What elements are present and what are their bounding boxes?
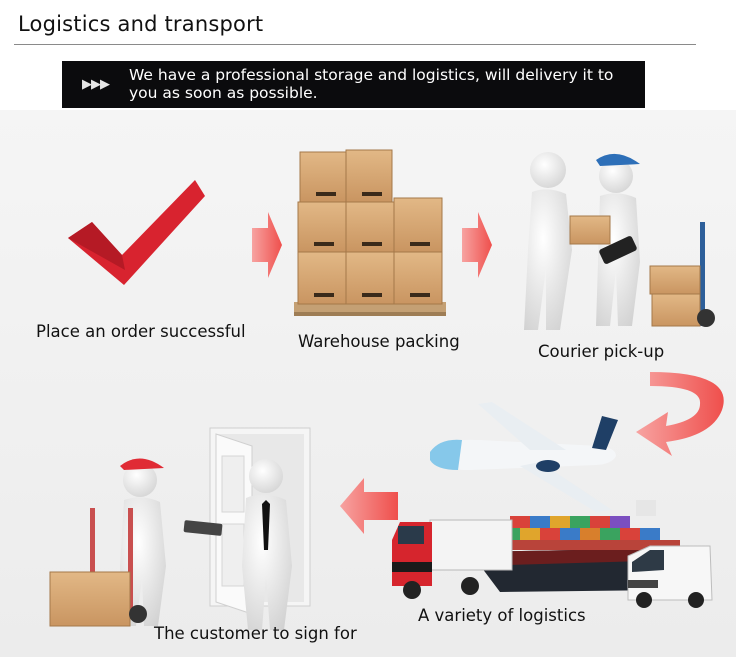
check-mark-icon <box>68 180 205 285</box>
step-label-pickup: Courier pick-up <box>538 342 665 361</box>
triple-arrow-icon: ▶▶▶ <box>82 77 110 92</box>
right-arrow-icon <box>252 212 282 278</box>
step-label-sign: The customer to sign for <box>154 624 357 643</box>
courier-figures-icon <box>524 152 715 330</box>
step-label-logistics: A variety of logistics <box>418 606 586 625</box>
header-divider <box>14 44 696 45</box>
transport-icon <box>392 402 713 608</box>
step-label-order: Place an order successful <box>36 322 246 341</box>
page-title: Logistics and transport <box>18 12 264 36</box>
truck-icon <box>392 519 513 599</box>
delivery-figures-icon <box>49 427 311 630</box>
right-arrow-icon <box>462 212 492 278</box>
step-label-packing: Warehouse packing <box>298 332 460 351</box>
info-banner: ▶▶▶ We have a professional storage and l… <box>62 61 645 108</box>
boxes-pallet-icon <box>294 149 446 316</box>
banner-text: We have a professional storage and logis… <box>129 66 614 102</box>
airplane-icon <box>430 402 618 512</box>
van-icon <box>627 545 713 608</box>
left-arrow-icon <box>340 478 398 534</box>
curved-arrow-icon <box>636 372 724 456</box>
